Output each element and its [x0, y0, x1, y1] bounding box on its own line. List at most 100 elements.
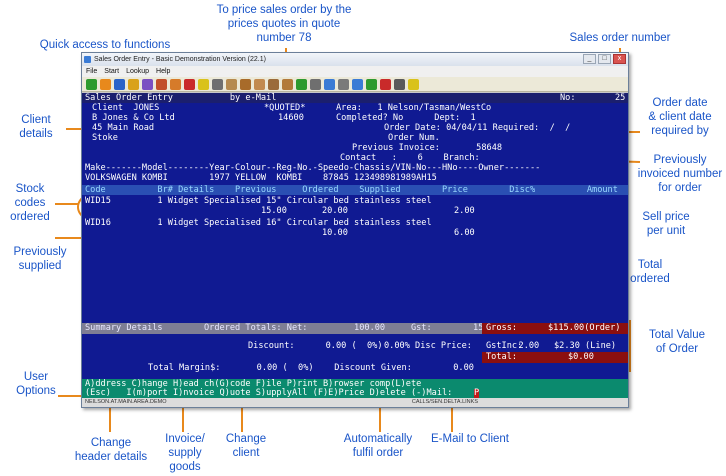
window-controls: _ □ x: [583, 54, 626, 64]
orange-circle-icon[interactable]: [100, 78, 111, 90]
annotation-client-details: Client details: [6, 113, 66, 141]
package-icon[interactable]: [254, 78, 265, 90]
line-2-price[interactable]: 6.00: [454, 228, 475, 238]
info-icon[interactable]: [114, 78, 125, 90]
vehicle-header: Make-------Model--------Year-Colour--Reg…: [85, 163, 541, 173]
line-item-1[interactable]: WID15 1 Widget Specialised 15" Circular …: [85, 196, 432, 206]
annotation-change-client-line2: client: [232, 447, 260, 459]
printer-icon[interactable]: [394, 78, 405, 90]
calculator-icon[interactable]: [338, 78, 349, 90]
annotation-auto-fulfil-line2: fulfil order: [352, 447, 404, 459]
line-header-bar: [82, 185, 628, 195]
summary-bar: [82, 323, 628, 334]
box-icon[interactable]: [240, 78, 251, 90]
line-2-ordered[interactable]: 10.00: [322, 228, 348, 238]
line-1-ordered[interactable]: 20.00: [322, 206, 348, 216]
boxes-icon[interactable]: [268, 78, 279, 90]
client-code[interactable]: Client JONES: [92, 103, 160, 113]
stop-icon[interactable]: [184, 78, 195, 90]
people-icon[interactable]: [156, 78, 167, 90]
annotation-invoice-supply-line1: Invoice/: [165, 433, 205, 445]
status-bar: NEILSON.AT.MAIN.AREA.DEMO CALLS/SEN.DELT…: [82, 398, 628, 407]
status-right: CALLS/SEN.DELTA.LINKS: [411, 399, 478, 405]
annotation-quick-access: Quick access to functions: [39, 39, 171, 51]
truck-icon[interactable]: [226, 78, 237, 90]
menu-lookup[interactable]: Lookup: [126, 68, 150, 75]
annotation-change-header-line2: header details: [74, 451, 148, 463]
pencil-icon[interactable]: [128, 78, 139, 90]
annotation-invoice-supply-line2: supply: [168, 447, 202, 459]
annotation-price-quote-line1: To price sales order by the: [216, 4, 352, 16]
annotation-email-client: E-Mail to Client: [431, 433, 509, 445]
back-arrow-icon[interactable]: [86, 78, 97, 90]
annotation-user-options: User Options: [12, 370, 60, 398]
calendar-icon[interactable]: [324, 78, 335, 90]
crate-icon[interactable]: [282, 78, 293, 90]
menu-file[interactable]: File: [86, 68, 98, 75]
annotation-price-quote-line3: number 78: [256, 32, 312, 44]
annotation-invoice-supply: Invoice/ supply goods: [160, 432, 210, 474]
quote-number[interactable]: 14600: [278, 113, 304, 123]
order-num-field[interactable]: Order Num.: [388, 133, 440, 143]
annotation-auto-fulfil: Automatically fulfil order: [328, 432, 428, 460]
annotation-client-details-line2: details: [19, 128, 53, 140]
annotation-change-client: Change client: [220, 432, 272, 460]
client-name: B Jones & Co Ltd: [92, 113, 175, 123]
contact-branch-field[interactable]: Contact : 6 Branch:: [340, 153, 480, 163]
terminal-screen: Sales Order Entry by e-Mail No: 25 Clien…: [82, 93, 628, 399]
options-line-1[interactable]: A)ddress C)hange H)ead ch(G)code F)ile P…: [85, 379, 422, 389]
line-item-2[interactable]: WID16 1 Widget Specialised 16" Circular …: [85, 218, 432, 228]
annotation-change-client-line1: Change: [225, 433, 267, 445]
gst-inc-label: GstInc:: [486, 341, 523, 351]
report-icon[interactable]: [380, 78, 391, 90]
annotation-stock-codes: Stock codes ordered: [4, 182, 56, 224]
check-icon[interactable]: [296, 78, 307, 90]
gross-label: Gross:: [486, 323, 518, 333]
options-cursor[interactable]: P: [474, 388, 480, 399]
total-value: $0.00: [568, 352, 594, 362]
green-dot-icon[interactable]: [366, 78, 377, 90]
annotation-stock-codes-line2: codes: [14, 197, 46, 209]
line-header: Code Br# Details Previous Ordered Suppli…: [85, 185, 618, 195]
person-icon[interactable]: [170, 78, 181, 90]
annotation-prev-invoiced-line1: Previously: [653, 154, 707, 166]
annotation-order-date: Order date & client date required by: [636, 96, 724, 138]
annotation-prev-invoiced: Previously invoiced number for order: [636, 153, 724, 195]
discount-field[interactable]: Discount: 0.00 ( 0%): [248, 341, 383, 351]
order-date-field[interactable]: Order Date: 04/04/11 Required: / /: [384, 123, 571, 133]
line-1-price[interactable]: 2.00: [454, 206, 475, 216]
annotation-prev-invoiced-line2: invoiced number: [637, 168, 723, 180]
sign-icon[interactable]: [198, 78, 209, 90]
annotation-prev-supplied: Previously supplied: [8, 245, 72, 273]
app-icon: [84, 56, 91, 63]
help-icon[interactable]: [352, 78, 363, 90]
annotation-price-quote: To price sales order by the prices quote…: [196, 3, 372, 45]
annotation-sell-price-line1: Sell price: [642, 211, 690, 223]
annotation-total-ordered-line1: Total: [637, 259, 663, 271]
order-no-value[interactable]: 25: [615, 93, 626, 103]
gst-inc-value: $2.30 (Line): [554, 341, 617, 351]
annotation-order-date-line2: & client date: [648, 111, 712, 123]
annotation-stock-codes-line1: Stock: [15, 183, 45, 195]
menu-bar: File Start Lookup Help: [82, 66, 628, 77]
total-label: Total:: [486, 352, 518, 362]
edit-icon[interactable]: [142, 78, 153, 90]
close-button[interactable]: x: [613, 54, 626, 64]
menu-help[interactable]: Help: [156, 68, 171, 75]
quoted-label: *QUOTED*: [264, 103, 306, 113]
annotation-total-value: Total Value of Order: [632, 328, 722, 356]
building-icon[interactable]: [212, 78, 223, 90]
vehicle-row[interactable]: VOLKSWAGEN KOMBI 1977 YELLOW KOMBI 87845…: [85, 173, 437, 183]
options-line-2[interactable]: (Esc) I(m)port I)nvoice Q)uote S)upplyAl…: [85, 388, 453, 398]
annotation-user-options-line2: Options: [16, 385, 56, 397]
window-title: Sales Order Entry - Basic Demonstration …: [94, 56, 266, 63]
area-field[interactable]: Area: 1 Nelson/Tasman/WestCo: [336, 103, 492, 113]
tools-icon[interactable]: [310, 78, 321, 90]
annotation-total-value-line2: of Order: [655, 343, 699, 355]
menu-start[interactable]: Start: [104, 68, 120, 75]
completed-field[interactable]: Completed? No Dept: 1: [336, 113, 476, 123]
minimize-button[interactable]: _: [583, 54, 596, 64]
maximize-button[interactable]: □: [598, 54, 611, 64]
disc-price-field[interactable]: 0.00% Disc Price: 2.00: [384, 341, 540, 351]
notepad-icon[interactable]: [408, 78, 419, 90]
